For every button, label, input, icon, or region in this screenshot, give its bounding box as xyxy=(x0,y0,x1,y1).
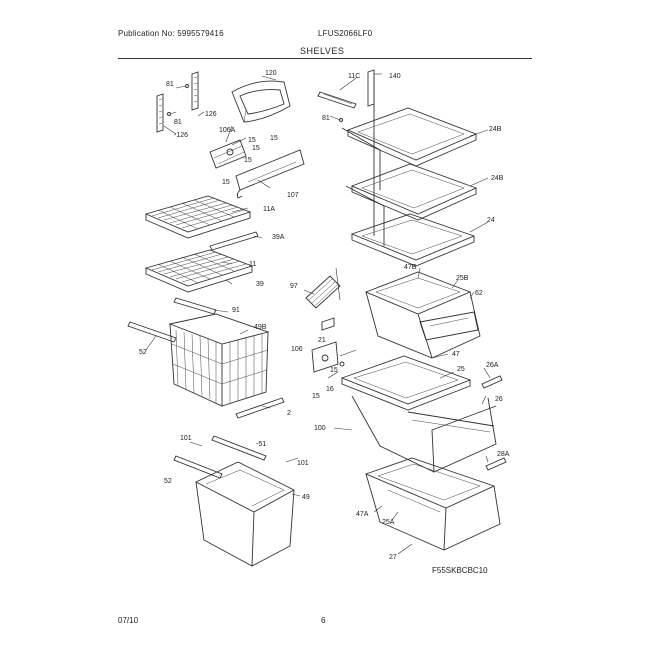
callout-49b: 49B xyxy=(254,324,267,331)
callout-52-lower: 52 xyxy=(164,478,172,485)
callout-15-extra: 15 xyxy=(330,367,338,374)
part-slide-28a xyxy=(485,457,507,471)
part-bracket-140 xyxy=(367,69,375,107)
callout-81b: 81 xyxy=(174,119,182,126)
callout-11: 11 xyxy=(249,261,256,268)
part-bracket-126-upper xyxy=(191,71,199,111)
callout-28a: 28A xyxy=(497,451,510,458)
part-housing-106 xyxy=(311,341,357,379)
part-crisper-pan-47a xyxy=(364,457,496,509)
callout-26a: 26A xyxy=(486,362,499,369)
callout-25: 25 xyxy=(457,366,465,373)
callout-24b-lower: 24B xyxy=(491,175,504,182)
part-bar-2 xyxy=(235,397,285,419)
callout-91: 91 xyxy=(232,307,240,314)
part-cover-107 xyxy=(235,149,305,199)
part-rail-51 xyxy=(211,435,267,461)
callout-107: 107 xyxy=(287,192,299,199)
part-rail-52-upper xyxy=(127,321,177,343)
callout-49: 49 xyxy=(302,494,310,501)
part-clip-21 xyxy=(321,317,335,331)
callout-47a: 47A xyxy=(356,511,369,518)
callout-25a: 25A xyxy=(382,519,395,526)
callout-15b: 15 xyxy=(252,145,260,152)
part-light-assembly-106a xyxy=(209,137,247,169)
callout-126b: -126 xyxy=(174,132,188,139)
leader-lines xyxy=(145,73,491,555)
callout-126a: 126 xyxy=(205,111,217,118)
callout-120: 120 xyxy=(265,70,277,77)
callout-11a: 11A xyxy=(263,206,275,213)
callout-106a: 106A xyxy=(219,127,236,134)
part-crisper-drawer-26 xyxy=(351,395,497,473)
callout-21: 21 xyxy=(318,337,326,344)
part-rail-52-lower xyxy=(173,455,223,479)
callout-15c: 15 xyxy=(244,157,252,164)
part-rail-91 xyxy=(173,297,217,315)
part-slide-26a xyxy=(481,375,503,389)
part-screw-81-center xyxy=(329,115,343,122)
callout-24: 24 xyxy=(487,217,495,224)
part-bracket-126-lower xyxy=(156,93,164,133)
section-title: SHELVES xyxy=(300,46,345,56)
callout-15a: 15 xyxy=(248,137,256,144)
callout-81c: 81 xyxy=(322,115,330,122)
callout-15-lower: 15 xyxy=(312,393,320,400)
footer-date: 07/10 xyxy=(118,616,139,625)
callout-47: 47 xyxy=(452,351,460,358)
part-vent-97 xyxy=(305,267,341,309)
callout-2: 2 xyxy=(287,410,291,417)
callout-106: 106 xyxy=(291,346,303,353)
footer-page-number: 6 xyxy=(321,616,326,625)
part-crisper-cover-25b xyxy=(364,271,472,315)
part-screws-81 xyxy=(167,84,189,116)
callout-39: 39 xyxy=(256,281,264,288)
callout-100: 100 xyxy=(314,425,326,432)
figure-code: F55SKBCBC10 xyxy=(432,566,488,575)
callout-101a: 101 xyxy=(180,435,192,442)
part-rail-39a xyxy=(209,231,259,251)
callout-97: 97 xyxy=(290,283,298,290)
callout-25b: 25B xyxy=(456,275,469,282)
callout-81a: 81 xyxy=(166,81,174,88)
part-glass-shelf-24 xyxy=(350,213,476,267)
callout-62: 62 xyxy=(475,290,483,297)
header-rule xyxy=(118,58,532,59)
part-rail-11c xyxy=(317,91,357,109)
callout-26: 26 xyxy=(495,396,503,403)
part-crisper-drawer-27 xyxy=(365,473,501,551)
part-wire-shelf-11a xyxy=(144,195,252,239)
model-number: LFUS2066LF0 xyxy=(318,29,373,38)
part-wire-basket-49b xyxy=(168,313,270,407)
part-crisper-cover-25 xyxy=(340,355,472,411)
callout-15d: 15 xyxy=(222,179,230,186)
callout-27: 27 xyxy=(389,554,397,561)
part-housing-120 xyxy=(231,80,291,123)
part-bin-49 xyxy=(194,461,295,567)
callout-24b-upper: 24B xyxy=(489,126,502,133)
part-glass-shelf-24b-upper xyxy=(341,76,478,236)
publication-number: Publication No: 5995579416 xyxy=(118,29,224,38)
callout-52-upper: 52 xyxy=(139,349,147,356)
callout-11c: 11C xyxy=(348,73,360,80)
callout-39a: 39A xyxy=(272,234,285,241)
part-crisper-drawer-47b xyxy=(365,291,481,359)
callout-140: 140 xyxy=(389,73,401,80)
callout-47b: 47B xyxy=(404,264,417,271)
callout-101b: 101 xyxy=(297,460,309,467)
part-screws-101 xyxy=(189,441,299,463)
callout-15e: 15 xyxy=(270,135,278,142)
part-glass-shelf-24b-lower xyxy=(345,163,478,246)
part-wire-shelf-11 xyxy=(144,249,254,293)
callout-16: 16 xyxy=(326,386,334,393)
callout-51: -51 xyxy=(256,441,266,448)
